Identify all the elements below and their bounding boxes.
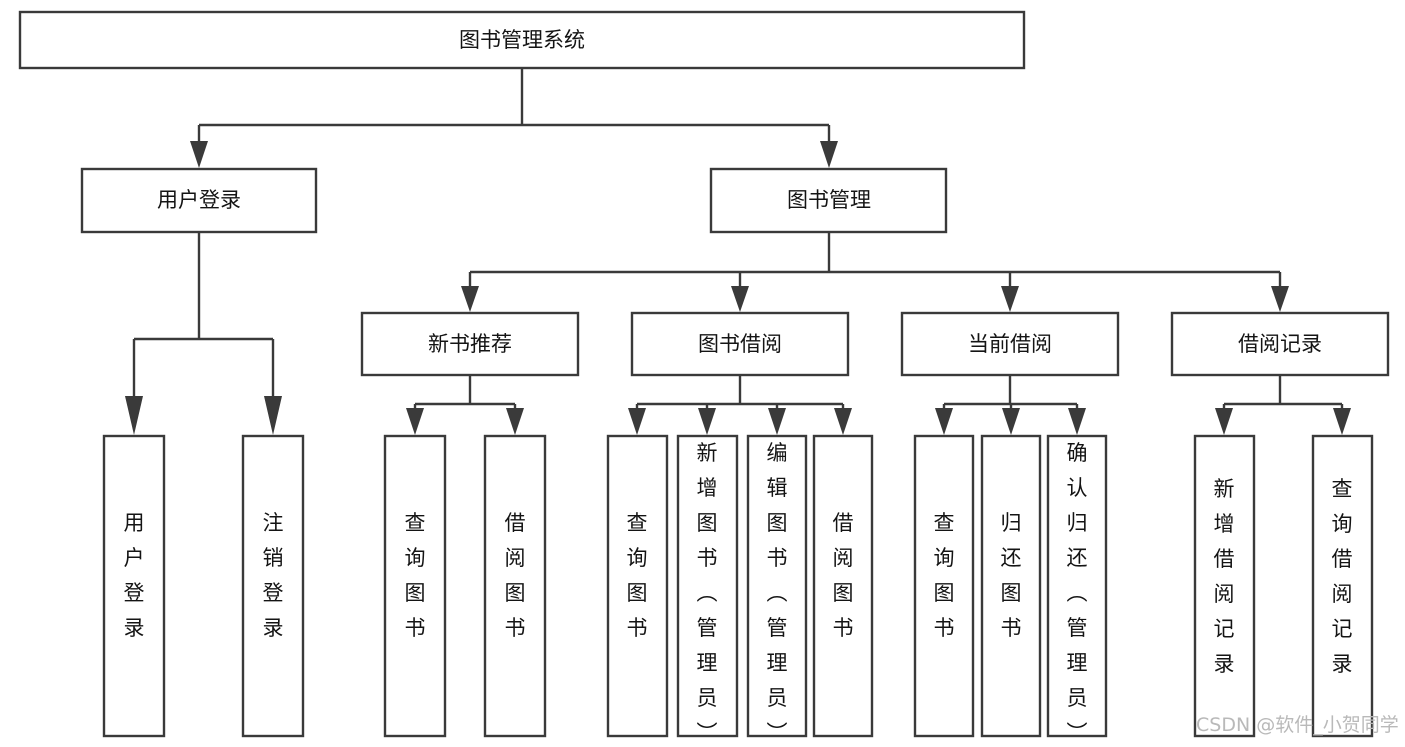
node-borrow-records-box[interactable] — [1170, 311, 1390, 377]
node-current-borrow[interactable]: 当前借阅 — [900, 311, 1120, 377]
node-user-login[interactable]: 用户登录 — [80, 167, 318, 234]
node-root[interactable]: 图书管理系统 — [18, 10, 1026, 70]
arrow-head-leaf-borrow-book-recommend — [506, 408, 524, 435]
leaf-query-book-borrow-box[interactable] — [606, 434, 669, 738]
arrow-head-leaf-query-book-borrow — [628, 408, 646, 435]
arrow-head-leaf-logout — [264, 396, 282, 435]
arrow-head-book-management — [820, 141, 838, 168]
leaf-query-borrow-record-label: 查询借阅记录 — [1332, 477, 1353, 676]
leaf-add-borrow-record[interactable]: 新增借阅记录 — [1193, 434, 1256, 738]
node-user-login-box[interactable] — [80, 167, 318, 234]
node-root-label: 图书管理系统 — [459, 28, 585, 52]
leaf-edit-book-admin-box[interactable] — [746, 434, 808, 738]
node-root-box[interactable] — [18, 10, 1026, 70]
leaf-query-book-recommend-box[interactable] — [383, 434, 447, 738]
leaf-add-book-admin-box[interactable] — [676, 434, 739, 738]
leaf-edit-book-admin-label: 编辑图书︵管理员︶ — [767, 441, 788, 745]
leaf-edit-book-admin[interactable]: 编辑图书︵管理员︶ — [746, 434, 808, 745]
leaf-query-book-recommend[interactable]: 查询图书 — [383, 434, 447, 738]
leaf-return-book-box[interactable] — [980, 434, 1042, 738]
leaf-query-book-recommend-label: 查询图书 — [405, 511, 426, 640]
arrow-head-leaf-confirm-return-admin — [1068, 408, 1086, 435]
leaf-borrow-book-label: 借阅图书 — [833, 511, 854, 640]
leaf-user-login-label: 用户登录 — [124, 511, 145, 640]
leaf-logout-label: 注销登录 — [263, 511, 284, 640]
node-current-borrow-label: 当前借阅 — [968, 332, 1052, 356]
leaf-return-book[interactable]: 归还图书 — [980, 434, 1042, 738]
arrow-head-leaf-edit-book-admin — [768, 408, 786, 435]
arrow-head-user-login — [190, 141, 208, 168]
leaf-user-login[interactable]: 用户登录 — [102, 434, 166, 738]
leaf-query-borrow-record[interactable]: 查询借阅记录 — [1311, 434, 1374, 738]
leaf-borrow-book-recommend-box[interactable] — [483, 434, 547, 738]
arrow-head-leaf-add-borrow-record — [1215, 408, 1233, 435]
csdn-watermark: CSDN @软件_小贺同学 — [1196, 714, 1399, 736]
arrow-head-leaf-borrow-book — [834, 408, 852, 435]
leaf-add-book-admin-label: 新增图书︵管理员︶ — [697, 441, 718, 745]
node-new-book-recommend[interactable]: 新书推荐 — [360, 311, 580, 377]
leaf-confirm-return-admin-label: 确认归还︵管理员︶ — [1067, 441, 1088, 745]
leaf-query-book-current-box[interactable] — [913, 434, 975, 738]
leaf-borrow-book-recommend[interactable]: 借阅图书 — [483, 434, 547, 738]
node-borrow-records-label: 借阅记录 — [1238, 332, 1322, 356]
leaf-logout-box[interactable] — [241, 434, 305, 738]
leaf-query-book-current-label: 查询图书 — [934, 511, 955, 640]
leaf-query-book-current[interactable]: 查询图书 — [913, 434, 975, 738]
arrow-head-book-borrow — [731, 286, 749, 312]
node-book-management-label: 图书管理 — [787, 188, 871, 212]
leaf-node-group: 用户登录 注销登录 查询图书 借阅图书 查询图书 新增图书︵管理员︶ 编辑图书︵… — [102, 434, 1374, 745]
leaf-query-book-borrow-label: 查询图书 — [627, 511, 648, 640]
arrow-head-current-borrow — [1001, 286, 1019, 312]
node-book-borrow[interactable]: 图书借阅 — [630, 311, 850, 377]
node-new-book-recommend-label: 新书推荐 — [428, 332, 512, 356]
node-current-borrow-box[interactable] — [900, 311, 1120, 377]
leaf-add-borrow-record-box[interactable] — [1193, 434, 1256, 738]
leaf-add-book-admin[interactable]: 新增图书︵管理员︶ — [676, 434, 739, 745]
node-user-login-label: 用户登录 — [157, 188, 241, 212]
leaf-query-borrow-record-box[interactable] — [1311, 434, 1374, 738]
leaf-query-book-borrow[interactable]: 查询图书 — [606, 434, 669, 738]
arrow-head-leaf-query-borrow-record — [1333, 408, 1351, 435]
arrow-head-leaf-user-login — [125, 396, 143, 435]
connector-group — [125, 68, 1351, 435]
node-borrow-records[interactable]: 借阅记录 — [1170, 311, 1390, 377]
leaf-borrow-book[interactable]: 借阅图书 — [812, 434, 874, 738]
node-book-management-box[interactable] — [709, 167, 948, 234]
arrow-head-leaf-add-book-admin — [698, 408, 716, 435]
arrow-head-leaf-return-book — [1002, 408, 1020, 435]
arrow-head-leaf-query-book-current — [935, 408, 953, 435]
leaf-return-book-label: 归还图书 — [1001, 511, 1022, 640]
leaf-logout[interactable]: 注销登录 — [241, 434, 305, 738]
leaf-confirm-return-admin[interactable]: 确认归还︵管理员︶ — [1046, 434, 1108, 745]
node-book-management[interactable]: 图书管理 — [709, 167, 948, 234]
node-book-borrow-box[interactable] — [630, 311, 850, 377]
leaf-borrow-book-box[interactable] — [812, 434, 874, 738]
node-book-borrow-label: 图书借阅 — [698, 332, 782, 356]
leaf-user-login-box[interactable] — [102, 434, 166, 738]
leaf-borrow-book-recommend-label: 借阅图书 — [505, 511, 526, 640]
node-new-book-recommend-box[interactable] — [360, 311, 580, 377]
arrow-head-leaf-query-book-recommend — [406, 408, 424, 435]
arrow-head-new-book-recommend — [461, 286, 479, 312]
leaf-confirm-return-admin-box[interactable] — [1046, 434, 1108, 738]
leaf-add-borrow-record-label: 新增借阅记录 — [1214, 477, 1235, 676]
arrow-head-borrow-records — [1271, 286, 1289, 312]
